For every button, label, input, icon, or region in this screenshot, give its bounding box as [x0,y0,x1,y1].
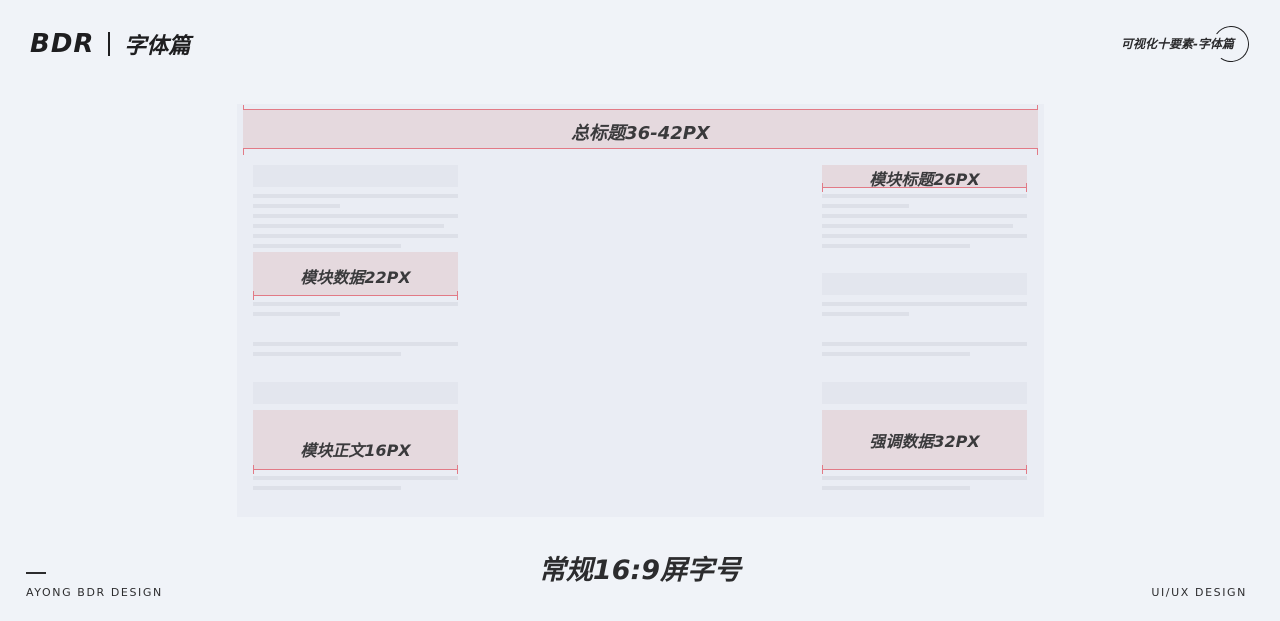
guide-line [822,183,823,192]
placeholder-line [253,302,458,306]
placeholder-line [253,352,401,356]
placeholder-line [822,214,1027,218]
placeholder-block [822,382,1027,404]
guide-line [253,465,254,474]
page-title: 常规16:9屏字号 [538,555,742,586]
logo-subtitle: 字体篇 [124,34,191,59]
footer-right-credit: UI/UX DESIGN [1151,586,1247,599]
guide-line [253,291,254,300]
emphasis-data-label: 强调数据32PX [869,432,980,451]
module-title-label: 模块标题26PX [869,170,980,189]
placeholder-line [253,224,444,228]
placeholder-line [253,476,458,480]
main-title-label: 总标题36-42PX [571,123,710,144]
placeholder-line [253,194,458,198]
screen-mockup: 总标题36-42PX 模块数据22PX 模块正文16PX 模块标题26PX [237,104,1044,517]
placeholder-line [822,486,970,490]
main-title-block: 总标题36-42PX [243,110,1038,148]
circle-decoration [1210,23,1252,65]
guide-line [253,469,458,470]
placeholder-block [822,273,1027,295]
guide-line [1026,183,1027,192]
placeholder-line [822,302,1027,306]
placeholder-line [822,224,1013,228]
logo-divider [108,32,111,56]
module-title-block: 模块标题26PX [822,165,1027,189]
placeholder-line [822,194,1027,198]
placeholder-block [253,165,458,187]
footer-dash [26,572,46,574]
guide-line [457,291,458,300]
guide-line [822,187,1027,188]
placeholder-line [253,486,401,490]
placeholder-line [822,352,970,356]
placeholder-line [822,244,970,248]
placeholder-line [253,204,340,208]
footer-left-credit: AYONG BDR DESIGN [26,586,163,599]
placeholder-line [253,244,401,248]
guide-line [253,295,458,296]
placeholder-line [253,234,458,238]
guide-line [1026,465,1027,474]
placeholder-line [822,342,1027,346]
placeholder-line [253,312,340,316]
emphasis-data-block: 强调数据32PX [822,410,1027,470]
guide-line [243,109,1038,110]
guide-line [822,465,823,474]
guide-line [243,148,1038,149]
placeholder-line [253,342,458,346]
brand-logo: BDR [30,29,95,59]
module-body-label: 模块正文16PX [300,441,411,460]
logo: BDR 字体篇 [30,28,190,60]
guide-line [822,469,1027,470]
placeholder-line [822,204,909,208]
guide-line [457,465,458,474]
placeholder-line [822,234,1027,238]
module-body-block: 模块正文16PX [253,410,458,470]
placeholder-line [253,214,458,218]
placeholder-line [822,312,909,316]
module-data-label: 模块数据22PX [300,268,411,287]
placeholder-block [253,382,458,404]
series-title: 可视化十要素-字体篇 [1121,37,1234,51]
placeholder-line [822,476,1027,480]
module-data-block: 模块数据22PX [253,252,458,296]
